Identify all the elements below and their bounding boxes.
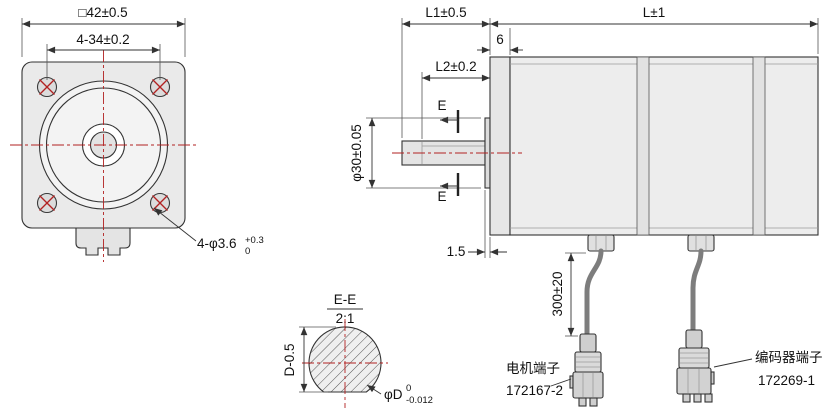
dim-cable-length-label: 300±20 [550,272,565,317]
hole-callout-label: 4-φ3.6 [197,236,237,251]
dim-diameter-tol-lower: -0.012 [406,395,433,406]
dimension-flange-square: □42±0.5 [21,5,186,57]
dimension-flat-length: L2±0.2 [421,59,490,139]
section-mark-top-label: E [437,98,446,113]
front-view: □42±0.5 4-34±0.2 4-φ3.6 +0.3 0 [10,5,264,262]
mounting-screw-bottom-left [36,192,58,214]
mounting-screw-bottom-right [149,192,171,214]
dimension-section-diameter: φD 0 -0.012 [366,383,433,406]
shaft-section-dcut [308,326,382,393]
body-joint-band-2 [752,56,766,236]
dim-step-label: 1.5 [447,244,466,259]
motor-body [509,56,819,236]
dim-diameter-label: φD [384,387,403,402]
dimension-cable-length: 300±20 [550,252,586,337]
dim-body-length-label: L±1 [643,5,665,20]
encoder-cable [690,248,704,335]
front-flange [489,56,511,236]
dim-shaft-length-label: L1±0.5 [425,5,466,20]
dim-flat-height-label: D-0.5 [282,343,297,376]
hole-callout: 4-φ3.6 +0.3 0 [153,207,264,257]
mounting-screw-top-left [36,76,58,98]
encoder-connector [676,329,715,403]
dim-flat-length-label: L2±0.2 [435,59,476,74]
section-mark-top: E [437,98,460,133]
section-title: E-E [334,292,357,307]
section-mark-bottom: E [437,173,460,204]
hole-callout-tol-lower: 0 [245,246,250,257]
section-view: E-E 2:1 D-0.5 φD 0 -0.012 [282,292,433,408]
dimension-hole-spacing: 4-34±0.2 [46,32,161,80]
motor-cable [584,248,604,339]
encoder-terminal-callout: 编码器端子 172269-1 [713,350,823,388]
encoder-terminal-label: 编码器端子 [755,350,823,365]
section-scale: 2:1 [336,311,355,326]
dimension-flange-thickness: 6 [477,28,523,55]
dimension-step: 1.5 [447,190,507,259]
motor-terminal-part: 172167-2 [506,383,563,398]
dim-flange-thickness-label: 6 [496,32,504,47]
section-mark-bottom-label: E [437,189,446,204]
body-joint-band-1 [636,56,650,236]
motor-terminal-label: 电机端子 [506,361,560,376]
dimension-body-length: L±1 [490,5,819,54]
motor-terminal-callout: 电机端子 172167-2 [506,361,572,398]
side-view: L1±0.5 L±1 6 L2±0.2 φ30±0.05 [349,5,823,407]
dimension-flat-height: D-0.5 [282,326,336,393]
dim-flange-square-label: □42±0.5 [78,5,127,20]
dim-diameter-tol-upper: 0 [406,383,411,394]
dim-pilot-diameter-label: φ30±0.05 [349,124,364,181]
dim-hole-spacing-label: 4-34±0.2 [76,32,129,47]
mounting-screw-top-right [149,76,171,98]
terminal-tab [75,227,131,256]
motor-connector [569,333,604,407]
dimension-pilot-diameter: φ30±0.05 [349,117,481,189]
hole-callout-tol-upper: +0.3 [245,235,264,246]
encoder-terminal-part: 172269-1 [758,373,815,388]
